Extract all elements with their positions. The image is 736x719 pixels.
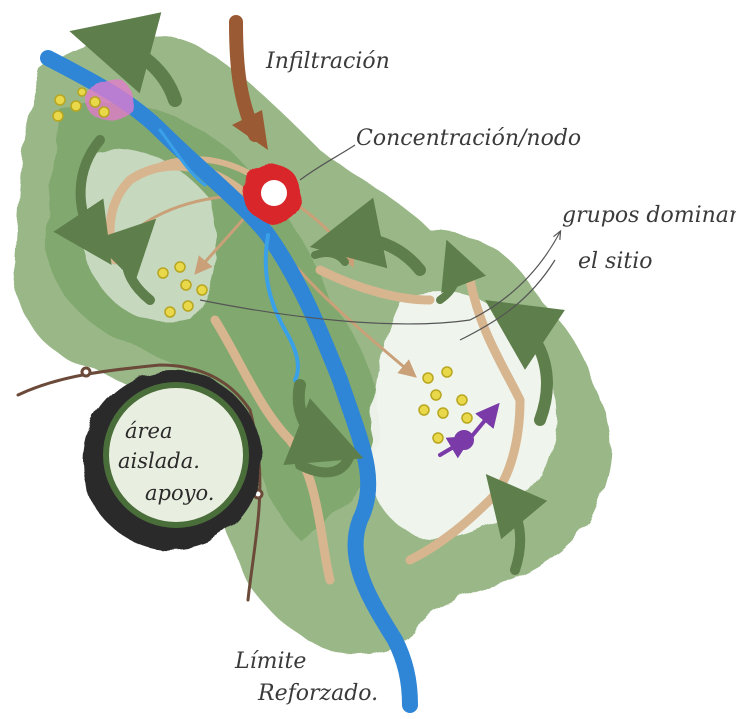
label-groups-line1: grupos dominando [562, 203, 736, 228]
label-infiltration: Infiltración [265, 49, 390, 74]
label-area-line2: aislada. [118, 449, 200, 473]
label-area-line3: apoyo. [145, 481, 214, 505]
label-limit-line1: Límite [234, 649, 306, 674]
label-concentration: Concentración/nodo [356, 126, 581, 151]
concentration-node [243, 164, 301, 222]
label-groups-line2: el sitio [578, 249, 653, 274]
label-area-line1: área [125, 419, 173, 443]
label-limit-line2: Reforzado. [257, 681, 378, 706]
